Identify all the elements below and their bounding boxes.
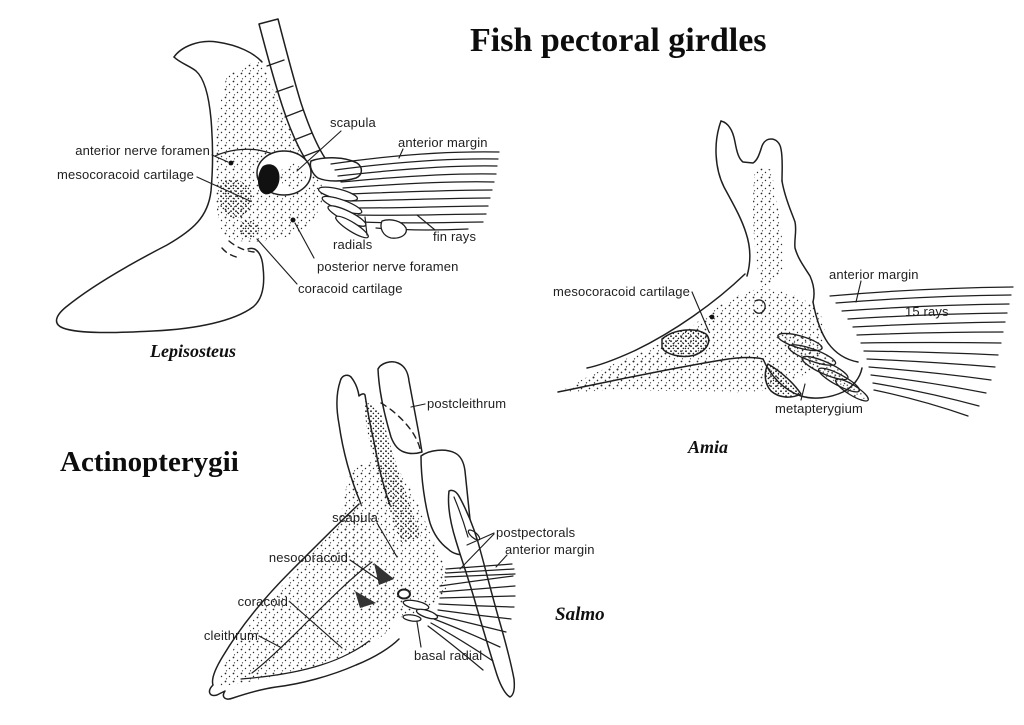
salmo-scapular-foramen xyxy=(397,588,411,600)
amia-stipple xyxy=(560,167,826,393)
page-title: Fish pectoral girdles xyxy=(470,22,767,59)
figure-caption-amia: Amia xyxy=(688,437,729,457)
lepisosteus-scapula-oval xyxy=(256,150,312,196)
salmo-fin-rays xyxy=(427,563,516,671)
label-salmo-coracoid: coracoid xyxy=(237,594,288,609)
label-salmo-postpectorals: postpectorals xyxy=(496,525,576,540)
salmo-postpectoral-blade xyxy=(447,489,516,698)
label-salmo-postcleithrum: postcleithrum xyxy=(427,396,507,411)
label-salmo-scapula: scapula xyxy=(332,510,378,525)
label-lepisosteus-anterior-nerve-foramen: anterior nerve foramen xyxy=(75,143,210,158)
label-lepisosteus-mesocoracoid-cartilage: mesocoracoid cartilage xyxy=(57,167,194,182)
label-lepisosteus-posterior-nerve-foramen: posterior nerve foramen xyxy=(317,259,459,274)
label-lepisosteus-radials: radials xyxy=(333,237,373,252)
label-salmo-anterior-margin: anterior margin xyxy=(505,542,595,557)
amia-girdle-outline xyxy=(557,120,863,399)
label-lepisosteus-anterior-margin: anterior margin xyxy=(398,135,488,150)
amia-mesocoracoid-shape xyxy=(661,329,710,358)
salmo-leader-lines xyxy=(258,403,508,649)
label-salmo-basal-radial: basal radial xyxy=(414,648,483,663)
label-amia-metapterygium: metapterygium xyxy=(775,401,863,416)
label-lepisosteus-scapula: scapula xyxy=(330,115,376,130)
salmo-stipple xyxy=(219,401,447,686)
lepisosteus-fin-rays xyxy=(330,151,500,231)
amia-radials xyxy=(777,332,869,402)
lepisosteus-coracoid-dashes xyxy=(221,240,255,259)
figure-caption-salmo: Salmo xyxy=(555,604,605,625)
label-amia-anterior-margin: anterior margin xyxy=(829,267,919,282)
label-salmo-nesocoracoid: nesocoracoid xyxy=(268,550,348,565)
salmo-basal-radials xyxy=(402,599,439,622)
label-salmo-cleithrum: cleithrum xyxy=(203,628,258,643)
amia-metapterygium-shape xyxy=(764,363,802,398)
label-amia-ray-count: 15 rays xyxy=(905,304,949,319)
label-lepisosteus-fin-rays: fin rays xyxy=(433,229,477,244)
amia-leader-lines xyxy=(691,280,862,401)
lepisosteus-drawing xyxy=(55,18,500,334)
label-amia-mesocoracoid-cartilage: mesocoracoid cartilage xyxy=(553,284,690,299)
amia-drawing xyxy=(557,120,1014,417)
amia-foramen-marks xyxy=(709,299,766,320)
lepisosteus-scapulocoracoid-stipple xyxy=(214,59,323,242)
salmo-supracleithrum xyxy=(336,374,391,506)
lepisosteus-foramen-dots xyxy=(228,160,296,223)
lepisosteus-leader-lines xyxy=(196,130,436,285)
figure-caption-lepisosteus: Lepisosteus xyxy=(150,341,237,361)
salmo-cleithrum-outline xyxy=(208,503,400,700)
clade-label: Actinopterygii xyxy=(60,446,239,478)
salmo-drawing xyxy=(208,361,516,700)
label-lepisosteus-coracoid-cartilage: coracoid cartilage xyxy=(298,281,403,296)
